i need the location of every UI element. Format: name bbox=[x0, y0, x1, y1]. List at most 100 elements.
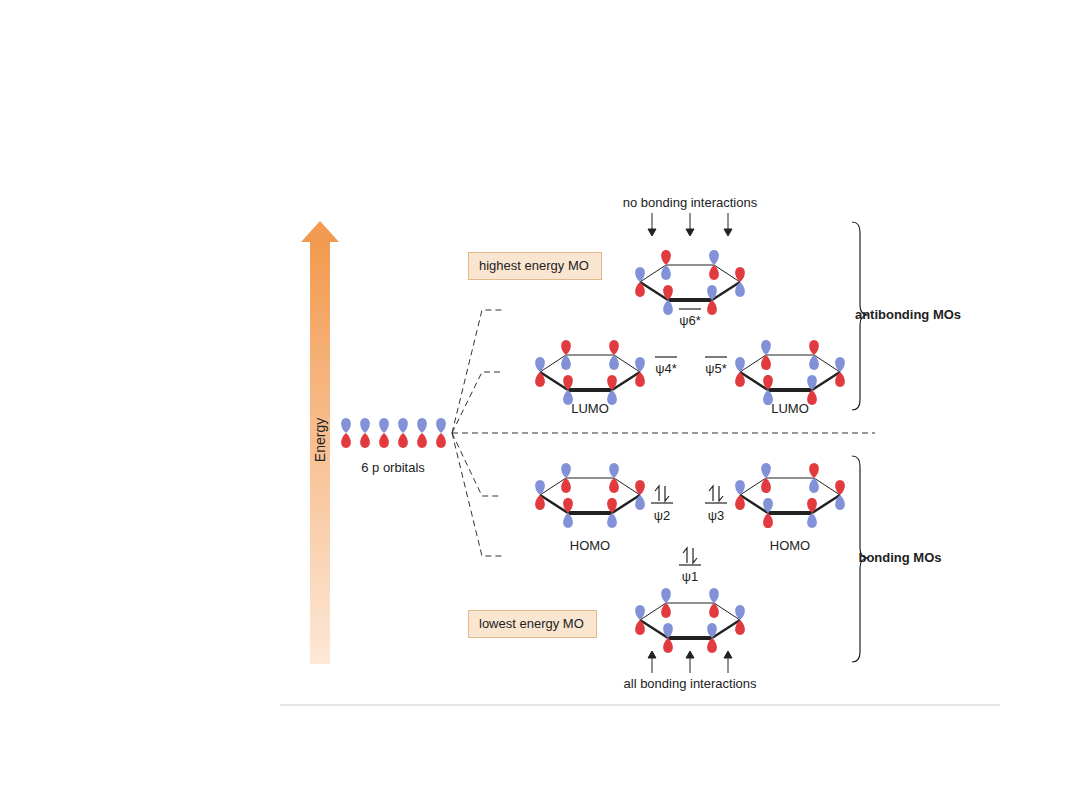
p-lobe bbox=[707, 638, 717, 653]
p-lobe bbox=[607, 498, 617, 513]
diagram-label: HOMO bbox=[770, 538, 810, 554]
p-lobe bbox=[809, 355, 819, 370]
p-lobe bbox=[635, 372, 645, 387]
braces bbox=[852, 222, 868, 662]
p-lobe bbox=[809, 340, 819, 355]
p-lobe bbox=[809, 478, 819, 493]
box-text: lowest energy MO bbox=[479, 616, 584, 631]
p-lobe bbox=[398, 418, 408, 433]
p-lobe bbox=[609, 478, 619, 493]
diagram-label: antibonding MOs bbox=[855, 307, 961, 323]
p-lobe bbox=[563, 375, 573, 390]
benzene-mo bbox=[735, 463, 845, 528]
diagram-label: all bonding interactions bbox=[624, 676, 757, 692]
p-lobe bbox=[379, 418, 389, 433]
p-lobe bbox=[341, 418, 351, 433]
p-lobe bbox=[635, 495, 645, 510]
diagram-label: ψ6* bbox=[679, 313, 701, 329]
pointer-arrows bbox=[648, 213, 732, 673]
p-lobe bbox=[635, 480, 645, 495]
p-lobe bbox=[709, 250, 719, 265]
p-lobe bbox=[635, 282, 645, 297]
p-lobe bbox=[809, 463, 819, 478]
p-lobe bbox=[761, 478, 771, 493]
p-lobe bbox=[709, 603, 719, 618]
p-lobe bbox=[663, 285, 673, 300]
p-lobe bbox=[609, 355, 619, 370]
p-lobe bbox=[609, 340, 619, 355]
electron-down bbox=[693, 548, 697, 563]
p-lobe bbox=[707, 300, 717, 315]
p-lobe bbox=[417, 433, 427, 448]
box-text: highest energy MO bbox=[479, 258, 589, 273]
p-lobe bbox=[635, 357, 645, 372]
p-lobe bbox=[807, 513, 817, 528]
mo-callout-box: lowest energy MO bbox=[468, 610, 597, 638]
p-lobe bbox=[535, 357, 545, 372]
ring-front bbox=[568, 511, 612, 515]
p-lobe bbox=[707, 285, 717, 300]
electron-down bbox=[665, 486, 669, 501]
p-lobe bbox=[563, 513, 573, 528]
p-lobe bbox=[379, 433, 389, 448]
p-lobe bbox=[436, 433, 446, 448]
p-lobe bbox=[661, 265, 671, 280]
diagram-label: Energy bbox=[312, 418, 328, 462]
electron-down bbox=[719, 486, 723, 501]
p-lobe bbox=[563, 498, 573, 513]
benzene-mo bbox=[635, 588, 745, 653]
p-lobe bbox=[735, 357, 745, 372]
p-lobe bbox=[763, 498, 773, 513]
p-lobe bbox=[661, 250, 671, 265]
p-lobe bbox=[663, 638, 673, 653]
p-lobe bbox=[607, 375, 617, 390]
p-lobe bbox=[635, 267, 645, 282]
diagram-label: bonding MOs bbox=[858, 550, 941, 566]
benzene-mo bbox=[535, 340, 645, 405]
p-lobe bbox=[735, 495, 745, 510]
diagram-label: LUMO bbox=[771, 401, 809, 417]
mo-callout-box: highest energy MO bbox=[468, 252, 602, 280]
p-lobe bbox=[763, 513, 773, 528]
p-lobe bbox=[761, 355, 771, 370]
benzene-mo bbox=[535, 463, 645, 528]
p-lobe bbox=[835, 480, 845, 495]
p-lobe bbox=[735, 372, 745, 387]
p-lobe bbox=[663, 623, 673, 638]
diagram-label: ψ5* bbox=[705, 361, 727, 377]
ring-front bbox=[768, 388, 812, 392]
p-lobe bbox=[663, 300, 673, 315]
p-lobe bbox=[535, 372, 545, 387]
atomic-p-orbitals bbox=[341, 418, 446, 448]
p-lobe bbox=[835, 357, 845, 372]
ring-front bbox=[668, 298, 712, 302]
p-lobe bbox=[807, 375, 817, 390]
p-lobe bbox=[709, 265, 719, 280]
ring-front bbox=[668, 636, 712, 640]
p-lobe bbox=[835, 372, 845, 387]
ring-back bbox=[640, 603, 740, 620]
electron-up bbox=[683, 548, 687, 563]
p-lobe bbox=[661, 588, 671, 603]
p-lobe bbox=[835, 495, 845, 510]
ring-front bbox=[568, 388, 612, 392]
p-lobe bbox=[360, 418, 370, 433]
diagram-label: 6 p orbitals bbox=[361, 460, 425, 476]
diagram-label: ψ2 bbox=[654, 508, 671, 524]
p-lobe bbox=[709, 588, 719, 603]
diagram-label: HOMO bbox=[570, 538, 610, 554]
p-lobe bbox=[807, 498, 817, 513]
electron-up bbox=[655, 486, 659, 501]
diagram-label: no bonding interactions bbox=[623, 195, 757, 211]
level-bars bbox=[651, 309, 727, 565]
p-lobe bbox=[360, 433, 370, 448]
p-lobe bbox=[635, 620, 645, 635]
diagram-label: ψ1 bbox=[682, 569, 699, 585]
p-lobe bbox=[398, 433, 408, 448]
benzene-mo bbox=[735, 340, 845, 405]
ring-back bbox=[640, 265, 740, 282]
ring-back bbox=[540, 478, 640, 495]
correlation-lines bbox=[452, 310, 875, 556]
p-lobe bbox=[735, 605, 745, 620]
p-lobe bbox=[635, 605, 645, 620]
